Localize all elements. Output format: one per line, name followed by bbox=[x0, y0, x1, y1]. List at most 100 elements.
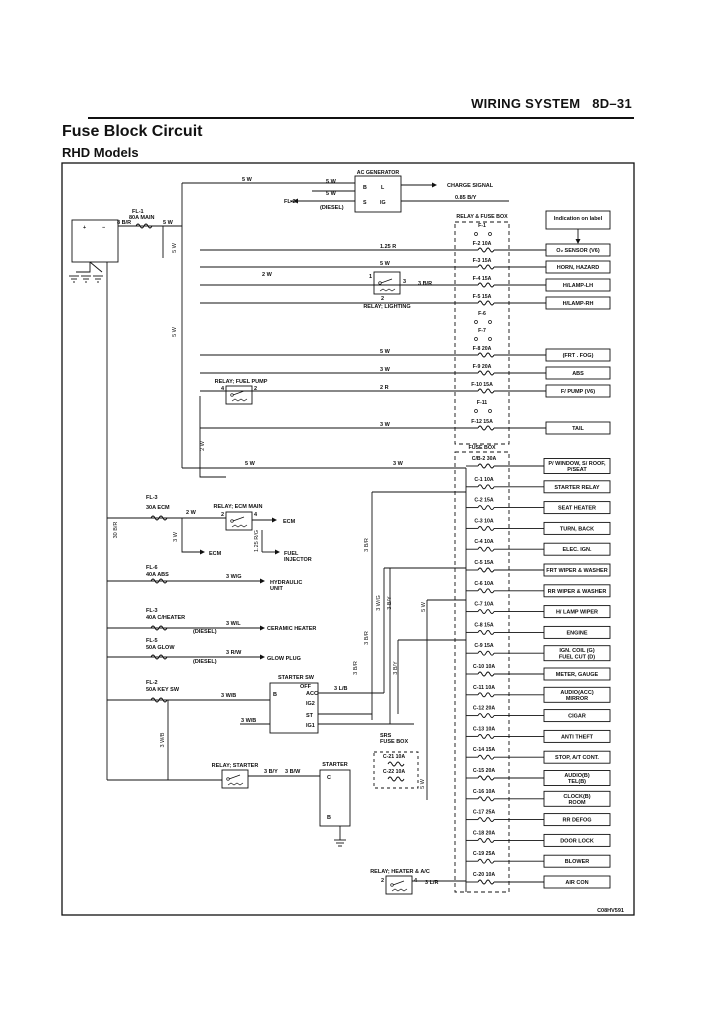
header-rule bbox=[88, 117, 634, 119]
relay-fuse-3: F-4 15A bbox=[473, 276, 492, 282]
fl3-heater-rating: 40A C/HEATER bbox=[146, 615, 185, 621]
relay-lighting-wire-in: 2 W bbox=[262, 272, 273, 278]
fuse-box-fuse-4: C-4 10A bbox=[474, 539, 494, 545]
relay-fuse-box-title: RELAY & FUSE BOX bbox=[456, 214, 508, 220]
fuse-load-box-14 bbox=[543, 750, 611, 764]
fuse-box-symbol-19 bbox=[477, 858, 495, 864]
fuse-load-label-14: STOP, A/T CONT. bbox=[555, 755, 599, 761]
gen-term-s: S bbox=[363, 200, 367, 206]
gen-wire-1: 5 W bbox=[242, 177, 253, 183]
ecm-arrow bbox=[272, 517, 277, 523]
srs-fuse-0: C-21 10A bbox=[383, 754, 405, 760]
battery-minus: − bbox=[102, 225, 105, 231]
acc-wire-label: 3 L/B bbox=[334, 686, 347, 692]
relay-lighting-pin-2: 2 bbox=[381, 296, 384, 302]
relay-fuse-wire-11: 3 W bbox=[380, 422, 391, 428]
diagram-frame bbox=[61, 162, 635, 916]
fuse-load-box-7 bbox=[543, 605, 611, 619]
srs-fuse-symbol-0 bbox=[387, 761, 405, 767]
fuse-box-fuse-1: C-1 10A bbox=[474, 477, 494, 483]
figure-code: C08HV591 bbox=[597, 908, 624, 914]
relay-fuse-2: F-3 15A bbox=[473, 258, 492, 264]
relay-ecm-main bbox=[225, 511, 253, 531]
harness-label-3: 3 B/Y bbox=[387, 596, 393, 610]
indication-box bbox=[545, 210, 611, 230]
load-box-7 bbox=[545, 348, 611, 362]
fuse-load-box-1 bbox=[543, 480, 611, 494]
fuse-box-fuse-2: C-2 15A bbox=[474, 498, 494, 504]
relay-heater-pin-2: 2 bbox=[381, 878, 384, 884]
fl2-key-fuse bbox=[150, 697, 168, 703]
fuel-pump-feed bbox=[199, 396, 226, 478]
fl3-heater-arrow bbox=[260, 625, 265, 631]
relay-coil bbox=[231, 524, 248, 528]
fl2-key-wire-c: 3 W/B bbox=[160, 732, 166, 747]
fl5-diesel: (DIESEL) bbox=[193, 659, 217, 665]
relay-fuse-6: F-7 bbox=[478, 328, 486, 334]
trunk-label-a: 5 W bbox=[172, 242, 178, 253]
relay-coil bbox=[379, 288, 396, 292]
fuse-load-box-6 bbox=[543, 584, 611, 598]
page-subtitle: RHD Models bbox=[62, 145, 139, 160]
relay-fuel-pump bbox=[225, 385, 253, 405]
fuse-load-box-0 bbox=[543, 458, 611, 474]
empty-slot bbox=[474, 232, 478, 236]
fuse-box bbox=[454, 451, 510, 893]
harness-label-6: 3 B/R bbox=[353, 661, 359, 675]
load-box-11 bbox=[545, 421, 611, 435]
fuse-load-box-9 bbox=[543, 645, 611, 662]
ecm-label: ECM bbox=[283, 519, 296, 525]
relay-fuse-symbol-3 bbox=[477, 282, 495, 288]
fuse-load-label-9: IGN. COIL (G)FUEL CUT (D) bbox=[559, 648, 595, 660]
starter-wire-a: 3 B/Y bbox=[264, 769, 278, 775]
fl2-key-rating: 50A KEY SW bbox=[146, 687, 180, 693]
fuse-box-symbol-5 bbox=[477, 567, 495, 573]
load-box-4 bbox=[545, 296, 611, 310]
charge-signal-label: CHARGE SIGNAL bbox=[447, 183, 494, 189]
gen-term-b: B bbox=[363, 185, 367, 191]
ecm2-arrow bbox=[200, 549, 205, 555]
fuse-load-label-11: AUDIO(ACC)MIRROR bbox=[560, 690, 593, 702]
fl3-heater-fuse bbox=[150, 625, 168, 631]
fuse-load-label-15: AUDIO(B)TEL(B) bbox=[564, 773, 590, 785]
fl3-heater-diesel: (DIESEL) bbox=[193, 629, 217, 635]
relay-switch bbox=[380, 278, 393, 284]
fuse-box-symbol-4 bbox=[477, 546, 495, 552]
fl5-label: FL-5 bbox=[146, 638, 158, 644]
relay-contact bbox=[226, 777, 230, 781]
relay-lighting-wire-out: 3 B/R bbox=[418, 281, 432, 287]
fuse-load-box-20 bbox=[543, 875, 611, 889]
empty-slot bbox=[488, 232, 492, 236]
fuse-load-label-8: ENGINE bbox=[566, 630, 587, 636]
starter-term-c: C bbox=[327, 775, 331, 781]
fuse-box-symbol-13 bbox=[477, 733, 495, 739]
fuse-box-fuse-14: C-14 15A bbox=[473, 747, 495, 753]
relay-ecm-main-label: RELAY; ECM MAIN bbox=[214, 504, 263, 510]
harness-label-2: 3 W/G bbox=[376, 595, 382, 611]
fl5-wire-label: 3 R/W bbox=[226, 650, 242, 656]
battery-ground2 bbox=[89, 261, 103, 273]
relay-coil bbox=[231, 398, 248, 402]
fl1-wire-a: 8 B/R bbox=[117, 220, 131, 226]
load-label-11: TAIL bbox=[572, 426, 584, 432]
fl2-key-wire-a: 3 W/B bbox=[221, 693, 236, 699]
relay-fuse-wire-7: 5 W bbox=[380, 349, 391, 355]
fuse-box-fuse-9: C-9 15A bbox=[474, 643, 494, 649]
fuse-box-symbol-17 bbox=[477, 817, 495, 823]
relay-fuse-8: F-9 20A bbox=[473, 364, 492, 370]
fuse-box-fuse-19: C-19 25A bbox=[473, 851, 495, 857]
relay-switch bbox=[392, 880, 405, 886]
fuse-box-fuse-15: C-15 20A bbox=[473, 768, 495, 774]
starter-switch-label: STARTER SW bbox=[278, 675, 315, 681]
fl6-label: FL-6 bbox=[146, 565, 158, 571]
relay-starter-label: RELAY; STARTER bbox=[212, 763, 259, 769]
fuse-box-symbol-8 bbox=[477, 629, 495, 635]
relay-starter bbox=[221, 769, 249, 789]
harness-label-0: 3 B/R bbox=[364, 538, 370, 552]
page-title: Fuse Block Circuit bbox=[62, 123, 203, 140]
relay-lighting bbox=[373, 271, 401, 295]
fl6-arrow bbox=[260, 578, 265, 584]
fl2-key-label: FL-2 bbox=[146, 680, 158, 686]
trunk-label-main: 5 W bbox=[245, 461, 256, 467]
